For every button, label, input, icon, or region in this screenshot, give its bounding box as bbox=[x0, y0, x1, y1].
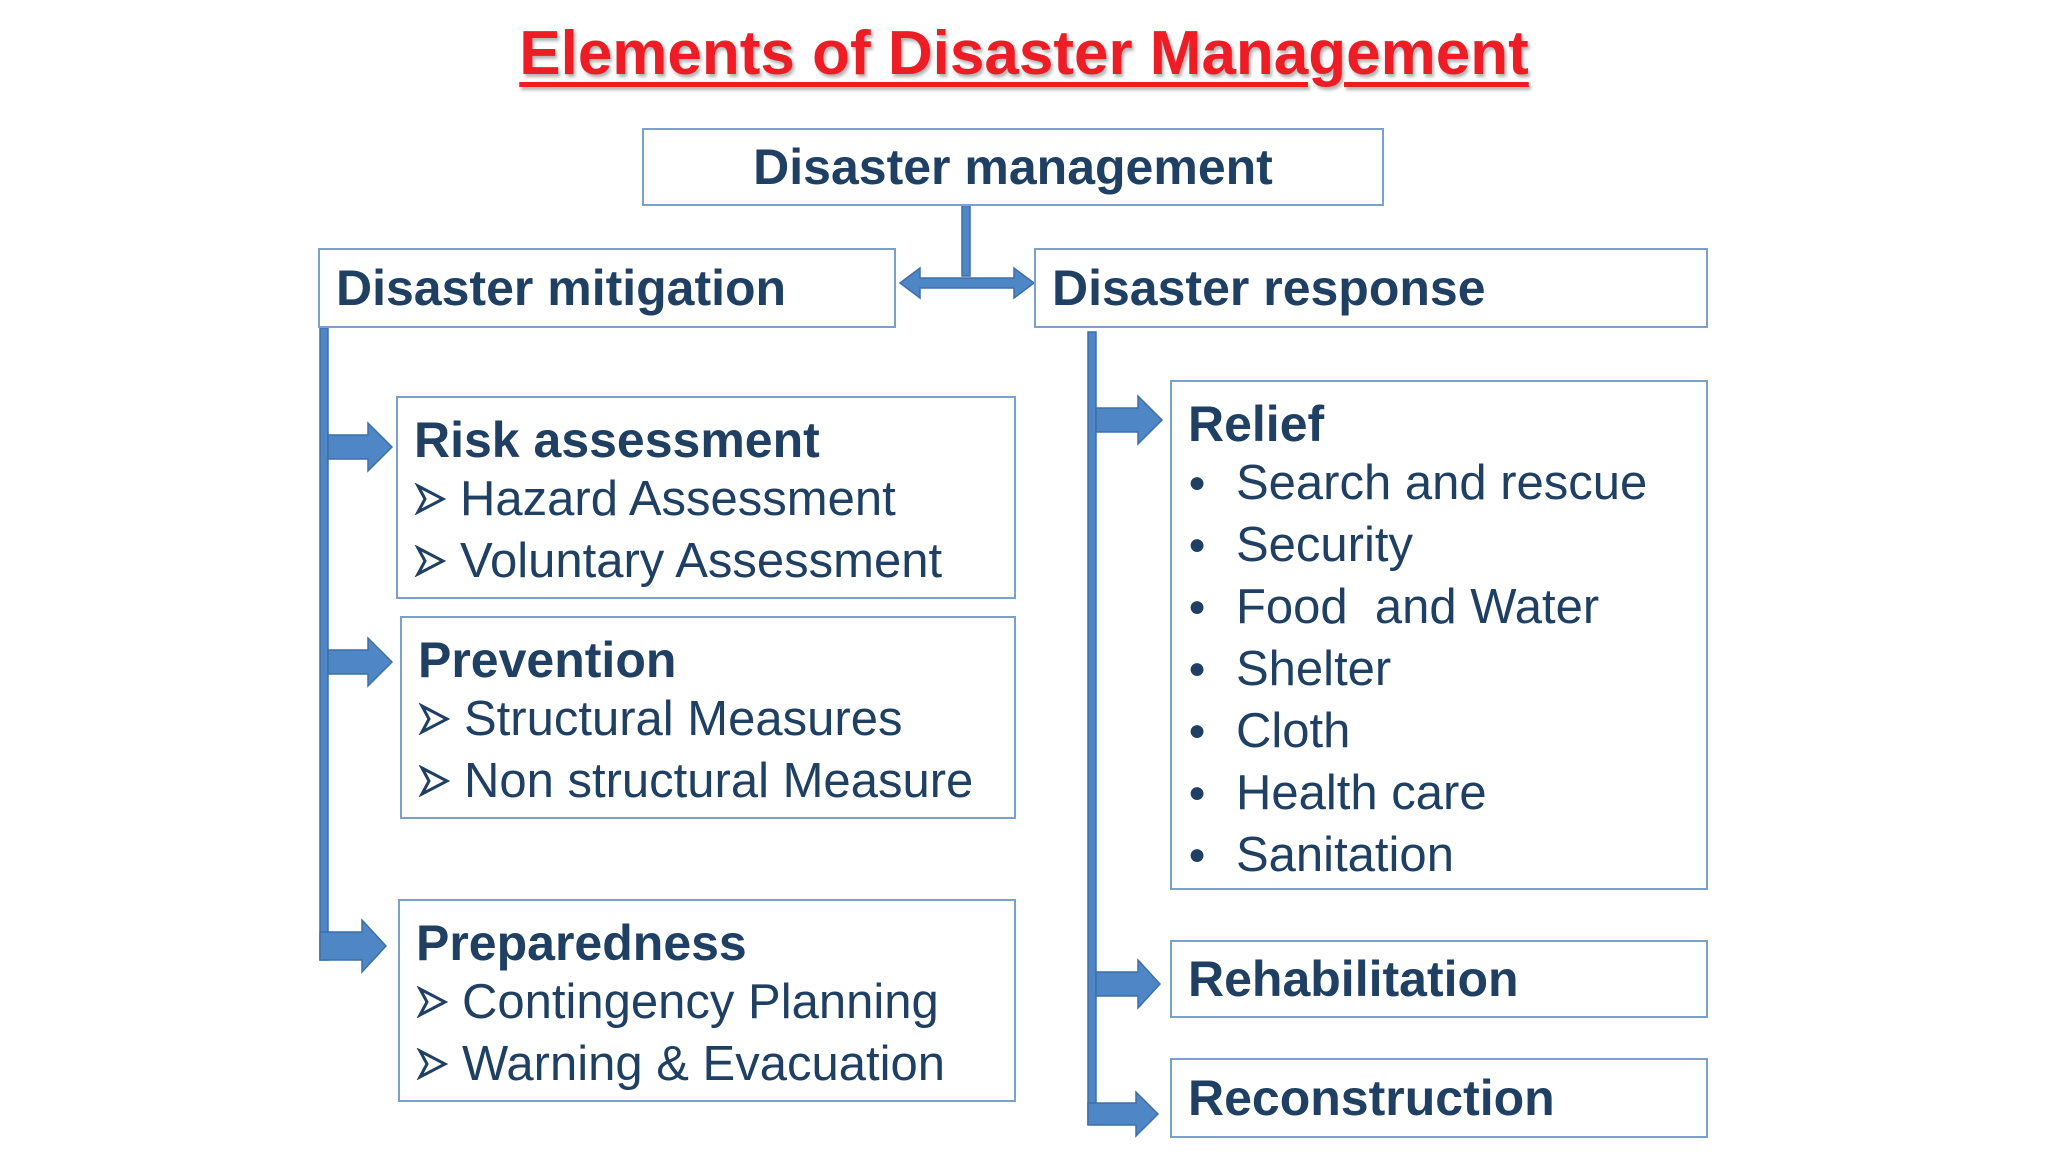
rehabilitation-label: Rehabilitation bbox=[1188, 951, 1519, 1007]
cloth-text: Cloth bbox=[1236, 704, 1351, 758]
list-item: Hazard Assessment bbox=[414, 468, 998, 530]
disaster-mitigation-box: Disaster mitigation bbox=[318, 248, 896, 328]
relief-box: Relief ● Search and rescue ● Security ● Foo… bbox=[1170, 380, 1708, 890]
reconstruction-box: Reconstruction bbox=[1170, 1058, 1708, 1138]
root-stem-line bbox=[961, 201, 971, 277]
non-structural-measure-text: Non structural Measure bbox=[464, 754, 974, 808]
arrowhead-bullet-icon bbox=[418, 703, 450, 735]
arrowhead-bullet-icon bbox=[414, 545, 446, 577]
response-spine-line bbox=[1087, 331, 1097, 1125]
contingency-planning-text: Contingency Planning bbox=[462, 975, 939, 1029]
arrow-to-rehabilitation bbox=[1095, 958, 1162, 1010]
security-text: Security bbox=[1236, 518, 1414, 572]
list-item: ● Sanitation bbox=[1188, 824, 1690, 886]
voluntary-assessment-text: Voluntary Assessment bbox=[460, 534, 943, 588]
arrowhead-bullet-icon bbox=[414, 483, 446, 515]
bullet-dot-icon: ● bbox=[1188, 714, 1207, 747]
health-care-text: Health care bbox=[1236, 766, 1487, 820]
hazard-assessment-text: Hazard Assessment bbox=[460, 472, 896, 526]
warning-evacuation-text: Warning & Evacuation bbox=[462, 1037, 945, 1091]
list-item: Warning & Evacuation bbox=[416, 1033, 998, 1095]
disaster-management-box: Disaster management bbox=[642, 128, 1384, 206]
list-item: Non structural Measure bbox=[418, 750, 998, 812]
list-item: Contingency Planning bbox=[416, 971, 998, 1033]
bullet-dot-icon: ● bbox=[1188, 776, 1207, 809]
arrow-to-prevention bbox=[327, 636, 394, 688]
bullet-dot-icon: ● bbox=[1188, 590, 1207, 623]
arrowhead-bullet-icon bbox=[418, 765, 450, 797]
arrow-to-preparedness bbox=[319, 918, 388, 974]
list-item: Structural Measures bbox=[418, 688, 998, 750]
risk-assessment-box: Risk assessment Hazard Assessment Volunt… bbox=[396, 396, 1016, 599]
arrow-to-risk-assessment bbox=[327, 421, 394, 473]
prevention-box: Prevention Structural Measures Non struc… bbox=[400, 616, 1016, 819]
risk-assessment-heading: Risk assessment bbox=[414, 412, 820, 468]
shelter-text: Shelter bbox=[1236, 642, 1392, 696]
arrow-to-relief bbox=[1095, 394, 1164, 446]
list-item: ● Shelter bbox=[1188, 638, 1690, 700]
preparedness-box: Preparedness Contingency Planning Warnin… bbox=[398, 899, 1016, 1102]
list-item: ● Search and rescue bbox=[1188, 452, 1690, 514]
bullet-dot-icon: ● bbox=[1188, 528, 1207, 561]
bullet-dot-icon: ● bbox=[1188, 838, 1207, 871]
disaster-response-label: Disaster response bbox=[1052, 260, 1486, 316]
arrowhead-bullet-icon bbox=[416, 986, 448, 1018]
list-item: ● Cloth bbox=[1188, 700, 1690, 762]
disaster-response-box: Disaster response bbox=[1034, 248, 1708, 328]
food-and-water-text: Food and Water bbox=[1236, 580, 1600, 634]
arrowhead-bullet-icon bbox=[416, 1048, 448, 1080]
disaster-management-label: Disaster management bbox=[753, 139, 1273, 195]
arrow-to-reconstruction bbox=[1087, 1090, 1160, 1138]
list-item: ● Security bbox=[1188, 514, 1690, 576]
prevention-heading: Prevention bbox=[418, 632, 677, 688]
mitigation-spine-line bbox=[319, 327, 329, 961]
bullet-dot-icon: ● bbox=[1188, 652, 1207, 685]
page-title: Elements of Disaster Management bbox=[519, 19, 1529, 88]
reconstruction-label: Reconstruction bbox=[1188, 1070, 1555, 1126]
list-item: ● Health care bbox=[1188, 762, 1690, 824]
disaster-mitigation-label: Disaster mitigation bbox=[336, 260, 787, 316]
list-item: ● Food and Water bbox=[1188, 576, 1690, 638]
bullet-dot-icon: ● bbox=[1188, 466, 1207, 499]
rehabilitation-box: Rehabilitation bbox=[1170, 940, 1708, 1018]
search-and-rescue-text: Search and rescue bbox=[1236, 456, 1648, 510]
relief-heading: Relief bbox=[1188, 396, 1325, 452]
structural-measures-text: Structural Measures bbox=[464, 692, 903, 746]
sanitation-text: Sanitation bbox=[1236, 828, 1454, 882]
preparedness-heading: Preparedness bbox=[416, 915, 747, 971]
list-item: Voluntary Assessment bbox=[414, 530, 998, 592]
